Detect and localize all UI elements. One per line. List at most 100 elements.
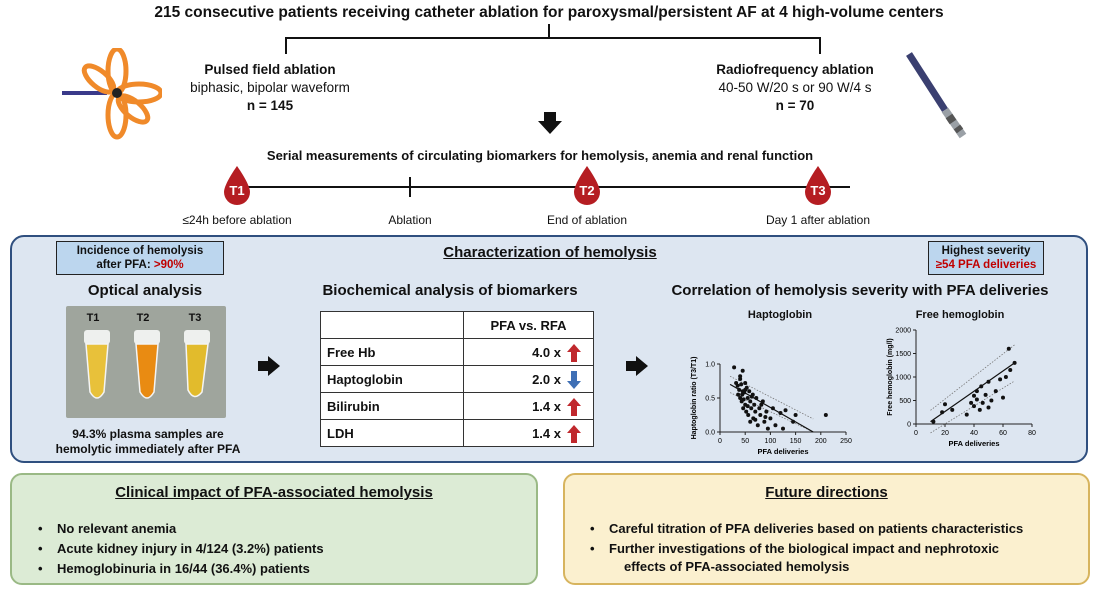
x-tick-label: 50 [741, 438, 749, 445]
arrow-up-icon [567, 344, 581, 362]
timeline-label-t2: End of ablation [546, 213, 628, 227]
y-tick-label: 1500 [895, 351, 911, 358]
future-title: Future directions [765, 484, 888, 501]
y-tick-label: 2000 [895, 328, 911, 335]
x-tick-label: 250 [840, 438, 852, 445]
data-point [749, 394, 754, 399]
data-point [736, 392, 741, 397]
tube-label-t1: T1 [86, 312, 100, 324]
data-point [1008, 367, 1013, 372]
data-point [746, 413, 751, 417]
y-tick-label: 0.5 [705, 396, 715, 403]
data-point [931, 419, 936, 424]
data-point [986, 405, 991, 410]
data-point [755, 423, 760, 428]
x-tick-label: 150 [790, 438, 802, 445]
incidence-line1: Incidence of hemolysis [76, 245, 204, 257]
pfa-title: Pulsed field ablation [204, 62, 336, 77]
timeline-label-t1: ≤24h before ablation [182, 213, 292, 227]
severity-line1: Highest severity [941, 245, 1031, 257]
data-point [793, 413, 798, 417]
right-arrow-icon [258, 356, 280, 376]
data-point [748, 399, 753, 404]
data-point [732, 365, 737, 370]
row-value: 2.0 x [532, 371, 561, 387]
data-point [823, 413, 828, 417]
data-point [745, 396, 750, 400]
correlation-title: Correlation of hemolysis severity with P… [671, 282, 1049, 299]
data-point [764, 409, 769, 414]
clinical-item: • No relevant anemia [38, 521, 177, 536]
data-point [969, 400, 974, 405]
x-tick-label: 60 [999, 430, 1007, 437]
chart-title-haptoglobin: Haptoglobin [747, 309, 813, 321]
data-point [738, 374, 743, 379]
x-tick-label: 20 [941, 430, 949, 437]
data-point [781, 426, 785, 431]
data-point [743, 381, 748, 386]
data-point [739, 382, 744, 387]
row-name: Haptoglobin [320, 365, 464, 393]
x-tick-label: 0 [914, 430, 918, 437]
timeline [235, 177, 850, 197]
data-point [972, 404, 976, 409]
clinical-item: • Acute kidney injury in 4/124 (3.2%) pa… [38, 541, 324, 556]
row-value: 1.4 x [532, 398, 561, 414]
y-tick-label: 500 [899, 398, 911, 405]
table-row: LDH 1.4 x [320, 419, 594, 447]
data-point [989, 398, 994, 403]
x-tick-label: 80 [1028, 430, 1036, 437]
table-row: Free Hb 4.0 x [320, 338, 594, 366]
y-tick-label: 1.0 [705, 362, 715, 369]
data-point [980, 400, 985, 405]
data-point [998, 377, 1003, 382]
biomarker-table: PFA vs. RFA Free Hb 4.0 x Haptoglobin 2.… [320, 311, 594, 447]
x-tick-label: 40 [970, 430, 978, 437]
severity-value: ≥54 PFA deliveries [935, 259, 1037, 271]
data-point [735, 383, 740, 388]
data-point [979, 384, 984, 389]
sample-tubes-icon [84, 330, 210, 399]
row-name: Free Hb [320, 338, 464, 366]
pfa-n: n = 145 [246, 98, 294, 113]
optical-title: Optical analysis [87, 282, 203, 299]
row-value: 4.0 x [532, 344, 561, 360]
incidence-callout: Incidence of hemolysis after PFA: >90% [56, 241, 224, 275]
data-point [759, 402, 764, 407]
data-point [752, 402, 757, 407]
x-tick-label: 100 [765, 438, 777, 445]
row-value: 1.4 x [532, 425, 561, 441]
data-point [743, 387, 748, 392]
data-point [768, 416, 773, 421]
data-point [778, 410, 783, 415]
chart-title-free-hemoglobin: Free hemoglobin [915, 309, 1005, 321]
data-point [745, 404, 750, 409]
pfa-catheter-icon [62, 48, 162, 140]
future-item-continued: effects of PFA-associated hemolysis [624, 559, 850, 574]
clinical-impact-panel [10, 473, 538, 585]
table-header-empty [320, 311, 464, 339]
future-item: • Further investigations of the biologic… [590, 541, 1000, 556]
rfa-n: n = 70 [775, 98, 815, 113]
optical-note-line2: hemolytic immediately after PFA [55, 442, 241, 456]
hemolysis-title: Characterization of hemolysis [443, 244, 657, 261]
right-arrow-icon [626, 356, 648, 376]
y-axis-label: Free hemoglobin (mg/l) [887, 338, 894, 415]
confidence-band-upper [930, 344, 1015, 411]
data-point [753, 417, 758, 422]
drop-label-t3: T3 [810, 183, 826, 198]
tube-label-t3: T3 [188, 312, 202, 324]
tube-label-t2: T2 [136, 312, 150, 324]
data-point [753, 409, 758, 414]
data-point [770, 406, 775, 411]
row-name: Bilirubin [320, 392, 464, 420]
data-point [765, 426, 770, 431]
clinical-item: • Hemoglobinuria in 16/44 (36.4%) patien… [38, 561, 310, 576]
arrow-down-icon [567, 371, 581, 389]
serial-measurements-title: Serial measurements of circulating bioma… [266, 148, 814, 163]
x-axis-label: PFA deliveries [758, 447, 809, 456]
x-tick-label: 200 [815, 438, 827, 445]
data-point [783, 408, 788, 413]
data-point [773, 423, 778, 428]
